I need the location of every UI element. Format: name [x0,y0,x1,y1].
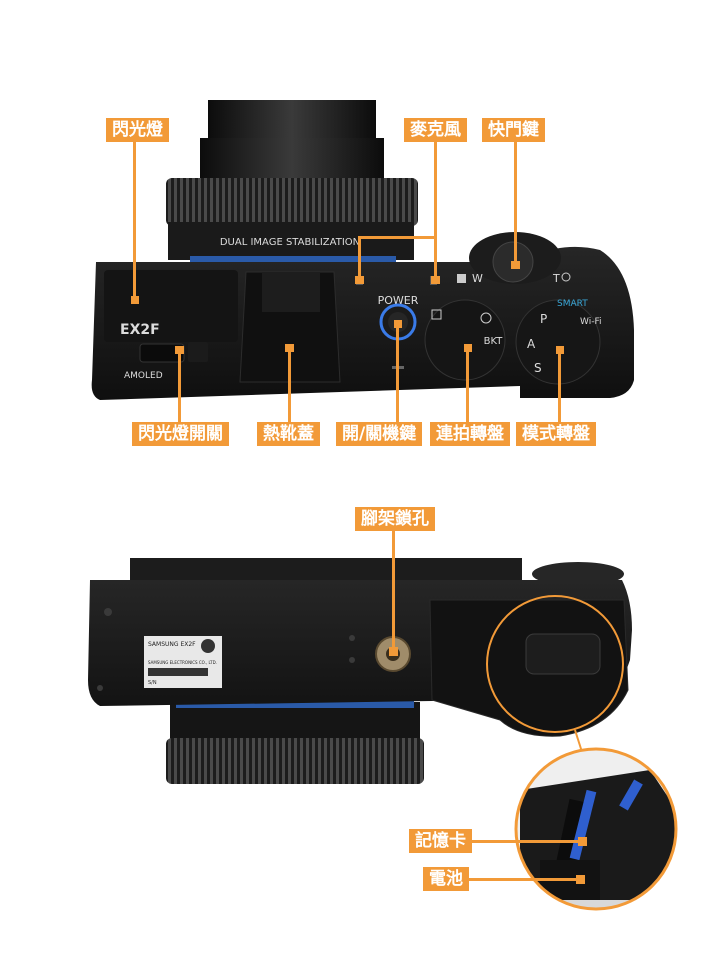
bottom-lens-ring [166,738,424,784]
sticker-barcode [148,668,208,676]
tripod-leader-dot [389,647,398,656]
label-battery: 電池 [423,867,469,891]
power-text: POWER [378,294,419,307]
hot-shoe-rail [262,272,320,312]
hot-shoe-leader-line [288,348,291,422]
lens-front-barrel [208,100,376,140]
bottom-view-camera: SAMSUNG EX2F SAMSUNG ELECTRONICS CO., LT… [88,558,632,784]
label-shutter: 快門鍵 [482,118,545,142]
microphone-leader-horizontal [358,236,437,239]
shutter-leader-line [514,142,517,264]
battery-leader-dot [576,875,585,884]
microphone-leader-left [358,236,361,280]
zoom-battery [540,860,600,906]
lens-mid-barrel [200,138,384,182]
screw-hole [97,685,103,691]
mode-dial-wifi: Wi-Fi [580,317,601,327]
mode-dial-leader-dot [556,346,564,354]
label-power-button: 開/關機鍵 [336,422,423,446]
label-microphone: 麥克風 [404,118,467,142]
drive-dial-leader-line [466,348,469,422]
battery-door-latch[interactable] [525,633,601,675]
microphone-leader-dot-right [431,276,440,284]
microphone-leader-dot-left [355,276,364,284]
mode-dial-smart: SMART [557,299,588,309]
sticker-maker: SAMSUNG ELECTRONICS CO., LTD. [148,660,217,665]
zoom-inset [464,747,678,911]
battery-leader-line [464,878,580,881]
screw-hole [349,635,355,641]
microphone-leader-vertical [434,142,437,282]
tripod-leader-line [392,530,395,650]
flash-panel [104,270,238,342]
flash-switch-end [188,342,208,362]
zoom-connector-line [574,729,583,753]
bottom-lens-blue-ring [176,700,414,708]
lens-base [168,222,414,260]
drive-dial[interactable] [424,299,506,381]
wide-grid-icon [457,274,466,283]
power-leader-line [396,324,399,422]
label-drive-dial: 連拍轉盤 [430,422,510,446]
screw-hole [349,657,355,663]
zoom-floor [520,900,676,909]
label-hot-shoe-cover: 熱靴蓋 [257,422,320,446]
label-memory-card: 記憶卡 [409,829,472,853]
zoom-tele-text: T [552,272,560,285]
tele-magnifier-icon [561,272,571,282]
sticker-title: SAMSUNG EX2F [148,641,196,648]
flash-switch-leader-line [178,350,181,422]
mode-dial-s: S [534,361,542,375]
power-leader-dot [394,320,402,328]
battery-highlight-ring [486,595,624,733]
label-mode-dial: 模式轉盤 [516,422,596,446]
zoom-battery-tab [619,779,643,811]
memory-card-leader-dot [578,837,587,846]
drive-dial-leader-dot [464,344,472,352]
bottom-top-edge [130,558,522,582]
top-view-callouts [131,142,564,422]
shutter-leader-dot [511,261,520,269]
zoom-inset-border [514,747,678,911]
memory-card-leader-line [464,840,582,843]
label-flash-switch: 閃光燈開關 [132,422,229,446]
single-shot-icon [431,309,442,320]
timer-icon [480,312,492,324]
mode-dial-a: A [527,337,536,351]
mode-dial-p: P [540,312,547,326]
zoom-wide-text: W [472,272,483,285]
lens-control-ring [166,178,418,226]
flash-leader-line [133,142,136,300]
amoled-text: AMOLED [124,371,163,381]
hot-shoe-leader-dot [285,344,294,352]
zoom-battery-compartment [520,770,676,909]
lens-blue-ring [190,256,396,262]
label-tripod-socket: 腳架鎖孔 [355,507,435,531]
mode-dial-leader-line [558,350,561,422]
top-view-camera: DUAL IMAGE STABILIZATION EX2F AMOLED POW… [91,100,634,400]
label-flash: 閃光燈 [106,118,169,142]
lens-text: DUAL IMAGE STABILIZATION [220,237,360,248]
flash-switch-leader-dot [175,346,184,354]
certification-mark [201,639,215,653]
flash-leader-dot [131,296,139,304]
bottom-lens-base [170,702,420,744]
screw-hole [104,608,112,616]
model-badge: EX2F [120,322,160,338]
drive-dial-bkt: BKT [484,336,504,347]
sticker-serial: S/N [148,680,157,686]
